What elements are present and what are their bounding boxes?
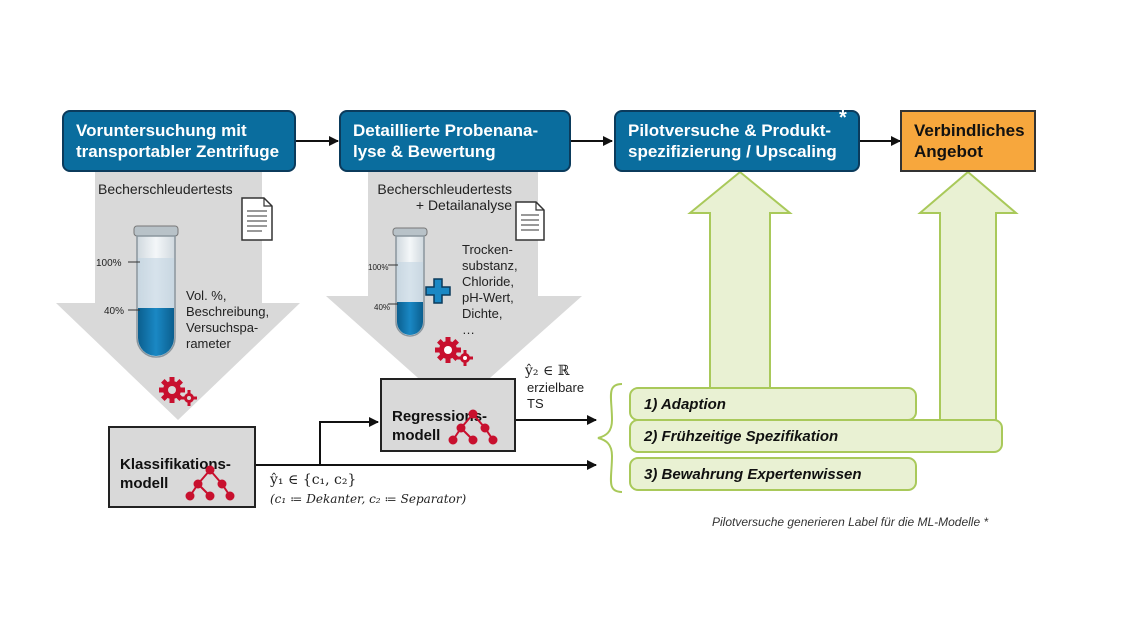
document-icon-mid bbox=[515, 201, 545, 241]
benefit-bar-3 bbox=[629, 457, 917, 491]
step-2-label: Detaillierte Probenana- lyse & Bewertung bbox=[353, 121, 539, 161]
classification-output-definition: (c₁ ≔ Dekanter, c₂ ≔ Separator) bbox=[270, 492, 467, 506]
left-funnel-header: Becherschleudertests bbox=[98, 181, 233, 197]
test-tube-mid bbox=[388, 227, 428, 337]
left-tick-100: 100% bbox=[96, 258, 122, 269]
plus-icon bbox=[425, 278, 451, 304]
green-arrow-adaption bbox=[687, 170, 793, 393]
benefit-expert-knowledge: 3) Bewahrung Expertenwissen bbox=[644, 466, 862, 483]
step-binding-offer: Verbindliches Angebot bbox=[900, 110, 1036, 172]
step-pilot-tests: Pilotversuche & Produkt- spezifizierung … bbox=[614, 110, 860, 172]
pilot-asterisk: * bbox=[839, 107, 847, 129]
document-icon-left bbox=[241, 197, 273, 241]
regression-output-math: ŷ₂ ∈ ℝ bbox=[525, 363, 570, 379]
mid-tick-40: 40% bbox=[374, 303, 391, 312]
benefit-adaption: 1) Adaption bbox=[644, 396, 726, 413]
regression-model-label: Regressions- modell bbox=[392, 408, 488, 444]
benefit-bar-2 bbox=[629, 419, 1003, 453]
left-funnel-features: Vol. %, Beschreibung, Versuchspa- ramete… bbox=[186, 288, 270, 351]
mid-tick-100: 100% bbox=[368, 263, 389, 272]
benefit-brace bbox=[597, 383, 623, 493]
mid-funnel-header: Becherschleudertests + Detailanalyse bbox=[377, 181, 512, 213]
classification-model-label: Klassifikations- modell bbox=[120, 456, 231, 492]
classification-output-math: ŷ₁ ∈ {c₁, c₂} bbox=[270, 472, 357, 488]
network-icon-classification bbox=[185, 465, 235, 501]
footnote: Pilotversuche generieren Label für die M… bbox=[712, 515, 989, 529]
regression-output-text: erzielbare TS bbox=[527, 380, 585, 411]
step-1-label: Voruntersuchung mit transportabler Zentr… bbox=[76, 121, 280, 161]
left-funnel-arrow bbox=[56, 172, 300, 420]
left-tick-40: 40% bbox=[104, 306, 125, 317]
step-preliminary-examination: Voruntersuchung mit transportabler Zentr… bbox=[62, 110, 296, 172]
mid-funnel-features: Trocken- substanz, Chloride, pH-Wert, Di… bbox=[462, 242, 518, 337]
step-3-label: Pilotversuche & Produkt- spezifizierung … bbox=[628, 121, 837, 161]
network-icon-regression bbox=[448, 409, 498, 445]
step-detailed-analysis: Detaillierte Probenana- lyse & Bewertung bbox=[339, 110, 571, 172]
test-tube-left bbox=[128, 225, 179, 358]
gears-icon-mid bbox=[435, 337, 473, 366]
benefit-early-specification: 2) Frühzeitige Spezifikation bbox=[644, 428, 839, 445]
gears-icon-left bbox=[159, 377, 197, 406]
green-arrow-specification bbox=[917, 170, 1019, 451]
